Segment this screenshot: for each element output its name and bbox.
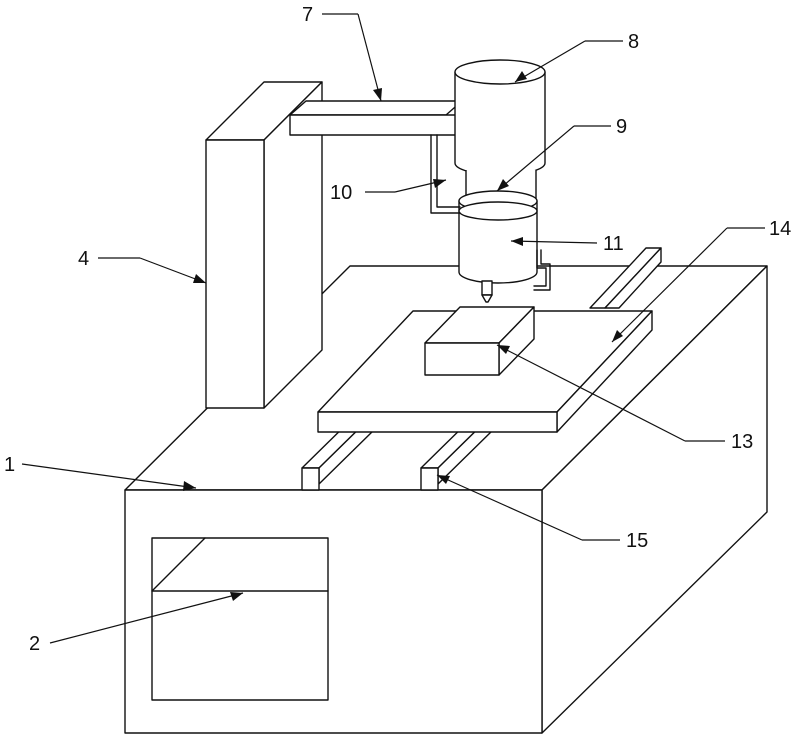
panel-frame (152, 538, 328, 700)
control-panel (152, 538, 328, 700)
workpiece-front (425, 343, 499, 375)
arm-front (290, 115, 463, 135)
motor-body (455, 72, 545, 175)
leader-7 (322, 14, 382, 101)
label-15: 15 (626, 530, 648, 552)
label-4: 4 (78, 248, 89, 270)
label-9: 9 (616, 116, 627, 138)
rail-right-front (421, 468, 438, 490)
label-10: 10 (330, 182, 352, 204)
label-7: 7 (302, 4, 313, 26)
label-8: 8 (628, 31, 639, 53)
table-front (318, 412, 557, 432)
label-11: 11 (603, 233, 624, 255)
arm (290, 101, 463, 135)
leader-10 (365, 179, 446, 192)
label-1: 1 (4, 454, 15, 476)
label-2: 2 (29, 633, 40, 655)
rail-left-front (302, 468, 319, 490)
leader-4 (98, 258, 206, 283)
nozzle (482, 281, 492, 295)
column-front (206, 140, 264, 408)
head-ring (459, 202, 537, 220)
motor (455, 60, 545, 175)
label-13: 13 (731, 431, 753, 453)
label-14: 14 (769, 218, 791, 240)
arm-top (290, 101, 462, 115)
